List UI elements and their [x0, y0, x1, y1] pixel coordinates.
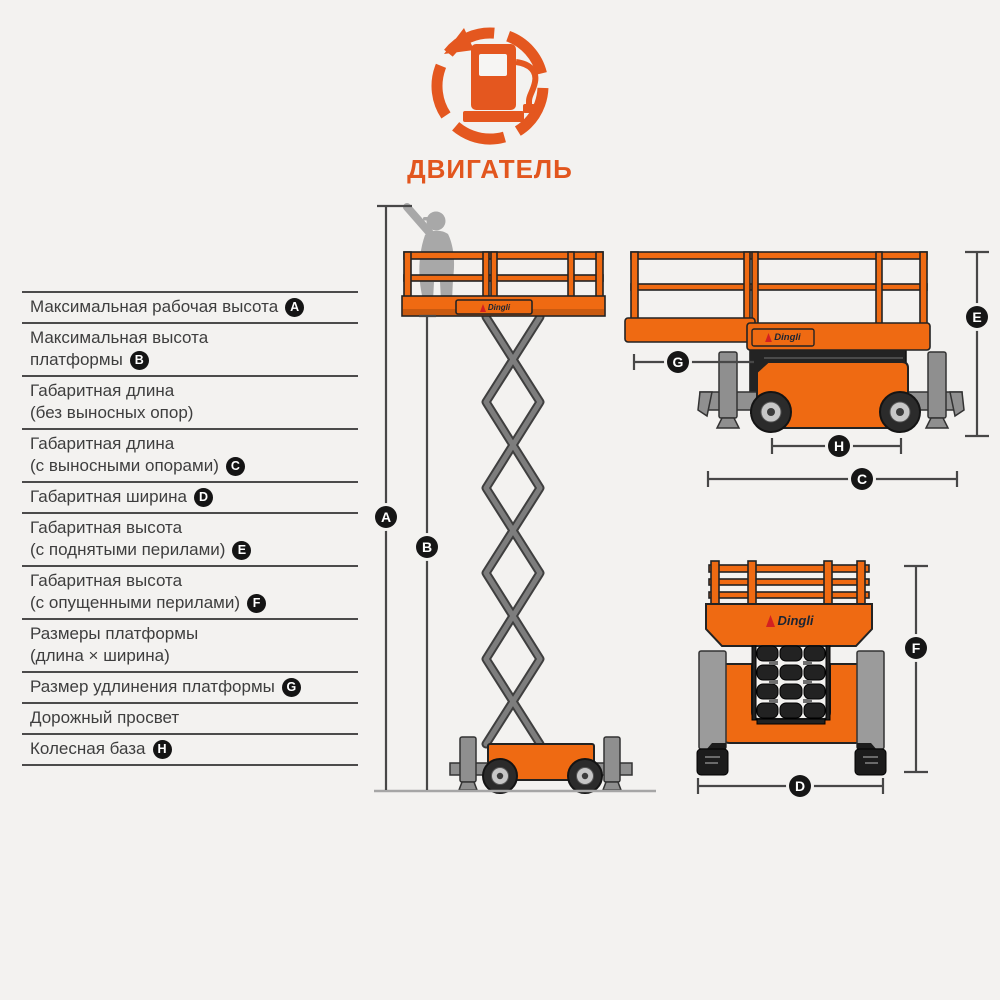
spec-label: (с опущенными перилами): [30, 593, 241, 612]
view-stowed-front: [696, 560, 887, 776]
spec-label: (без выносных опор): [30, 403, 194, 422]
dimension-badge-b: B: [129, 350, 149, 370]
logo-mark-icon: [766, 614, 776, 627]
wheel: [482, 758, 603, 794]
spec-label: Размеры платформы: [30, 624, 199, 643]
platform-extended: [401, 251, 606, 317]
spec-row-max-working-height: Максимальная рабочая высота A: [22, 291, 358, 322]
dimension-badge-a: A: [285, 297, 305, 317]
dimension-marker-b: B: [416, 536, 438, 558]
dimension-marker-f: F: [905, 637, 927, 659]
spec-row-height-rails-down: Габаритная высота (с опущенными перилами…: [22, 565, 358, 618]
logo-mark-icon: [479, 303, 486, 312]
logo-mark-icon: [765, 332, 773, 342]
brand-logo-text: Dingli: [774, 331, 801, 343]
dimension-badge-d: D: [193, 487, 213, 507]
wheel: [750, 391, 921, 433]
spec-row-platform-extension: Размер удлинения платформы G: [22, 671, 358, 702]
spec-row-platform-size: Размеры платформы (длина × ширина): [22, 618, 358, 671]
spec-label: (с выносными опорами): [30, 456, 219, 475]
spec-label: Размер удлинения платформы: [30, 677, 275, 696]
dimension-lines: [377, 204, 989, 794]
spec-row-ground-clearance: Дорожный просвет: [22, 702, 358, 733]
spec-label: Дорожный просвет: [30, 708, 180, 727]
view-extended-side: [374, 203, 656, 794]
fuel-pump-cycle-icon: [431, 27, 549, 145]
spec-label: (с поднятыми перилами): [30, 540, 226, 559]
brand-logo: Dingli: [748, 610, 832, 631]
dimension-marker-c: C: [851, 468, 873, 490]
dimension-marker-g: G: [667, 351, 689, 373]
brand-logo: Dingli: [458, 301, 532, 314]
dimension-marker-e: E: [966, 306, 988, 328]
engine-section-title: ДВИГАТЕЛЬ: [407, 154, 573, 184]
view-stowed-side: [624, 251, 965, 433]
dimension-badge-f: F: [247, 593, 267, 613]
spec-row-length-with-outriggers: Габаритная длина (с выносными опорами) C: [22, 428, 358, 481]
spec-label: Колесная база: [30, 739, 146, 758]
brand-logo: Dingli: [752, 329, 814, 345]
spec-label: Габаритная ширина: [30, 487, 187, 506]
brand-logo-text: Dingli: [777, 613, 814, 628]
dimension-badge-h: H: [152, 739, 172, 759]
spec-table: Максимальная рабочая высота A Максимальна…: [22, 291, 358, 766]
spec-label: Габаритная высота: [30, 571, 183, 590]
brand-logo-text: Dingli: [487, 303, 511, 312]
spec-row-overall-width: Габаритная ширина D: [22, 481, 358, 512]
dimension-marker-h: H: [828, 435, 850, 457]
spec-label: платформы: [30, 350, 123, 369]
dimension-badge-e: E: [232, 540, 252, 560]
spec-label: (длина × ширина): [30, 646, 170, 665]
spec-row-wheelbase: Колесная база H: [22, 733, 358, 766]
dimension-badge-c: C: [225, 456, 245, 476]
spec-label: Габаритная длина: [30, 434, 175, 453]
dimension-marker-d: D: [789, 775, 811, 797]
dimension-marker-a: A: [375, 506, 397, 528]
spec-label: Габаритная высота: [30, 518, 183, 537]
spec-row-max-platform-height: Максимальная высота платформы B: [22, 322, 358, 375]
spec-row-height-rails-up: Габаритная высота (с поднятыми перилами)…: [22, 512, 358, 565]
spec-label: Габаритная длина: [30, 381, 175, 400]
spec-label: Максимальная высота: [30, 328, 209, 347]
spec-label: Максимальная рабочая высота: [30, 297, 279, 316]
spec-row-length-no-outriggers: Габаритная длина (без выносных опор): [22, 375, 358, 428]
dimension-badge-g: G: [281, 677, 301, 697]
worker-silhouette: [403, 203, 455, 301]
